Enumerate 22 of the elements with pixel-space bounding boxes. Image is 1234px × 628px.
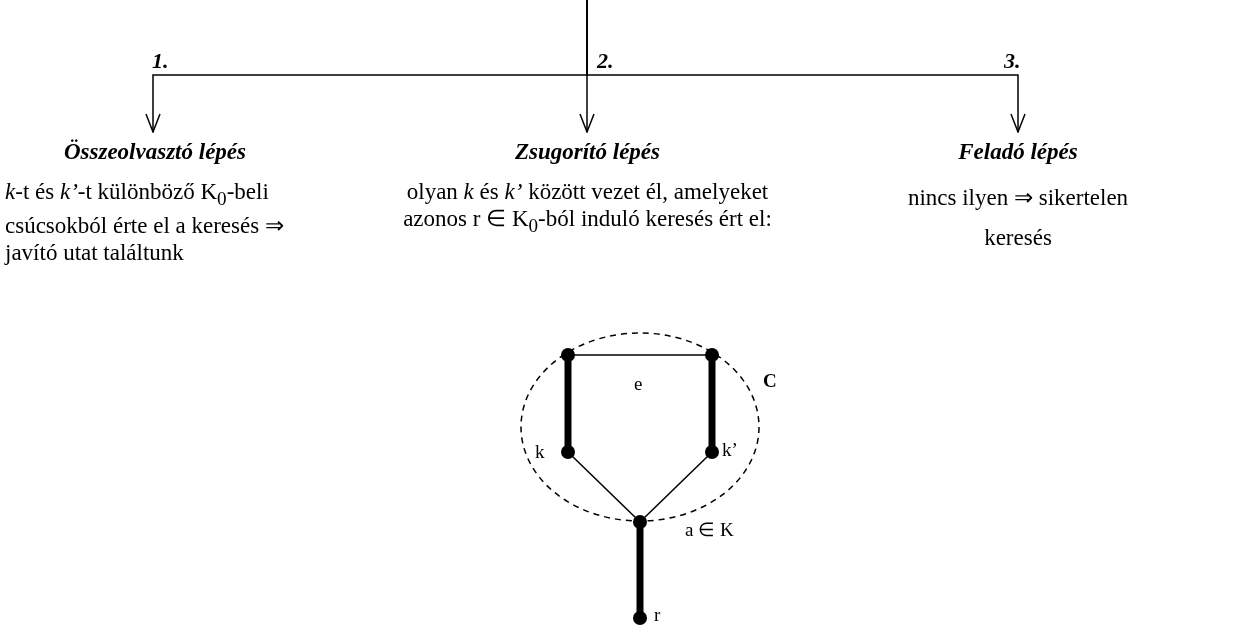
vertex-label: r [654, 604, 661, 626]
graph-edge [636, 528, 644, 612]
arrow [586, 0, 1026, 133]
graph-edge [708, 361, 716, 446]
vertex-dot [633, 611, 647, 625]
step-heading: Feladó lépés [957, 138, 1079, 166]
vertex-label: k’ [722, 439, 738, 461]
step-description: k-t és k’-t különböző K$_{0}$-beli csúcsokból érte el a keresés ⇒ javító utat találtunk [5, 178, 285, 266]
graph-edge [571, 455, 637, 519]
vertex-dot [705, 445, 719, 459]
vertex-dot [561, 445, 575, 459]
graph-edge [643, 455, 709, 519]
step-description: nincs ilyen ⇒ sikertelen keresés [906, 184, 1130, 252]
vertex-label: a ∈ K [685, 519, 734, 541]
vertex-dot [633, 515, 647, 529]
step-heading: Összeolvasztó lépés [62, 138, 248, 166]
set-label: C [763, 370, 777, 392]
step-description: olyan k és k’ között vezet él, amelyeket azonos r ∈ K$_{0}$-ból induló keresés ért el: [402, 178, 773, 238]
vertex-label: k [535, 441, 545, 463]
graph-edge [573, 354, 707, 356]
step-heading: Zsugorító lépés [514, 138, 661, 166]
graph-edge [564, 361, 572, 446]
